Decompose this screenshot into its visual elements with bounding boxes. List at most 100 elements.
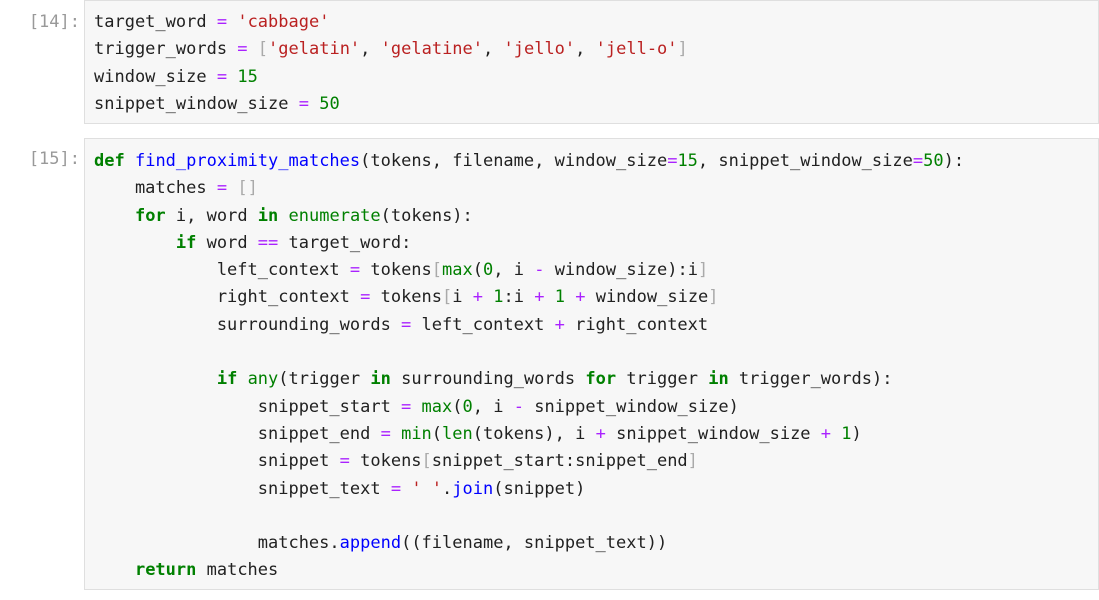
code-token — [565, 287, 575, 307]
operator-token: = — [298, 93, 309, 114]
operator-token: = — [360, 287, 371, 308]
bracket-token: [ — [421, 451, 432, 472]
code-token — [309, 94, 319, 114]
bracket-token: [ — [257, 39, 269, 60]
function-name-token: find_proximity_matches — [134, 151, 361, 171]
code-line: matches.append((filename, snippet_text)) — [94, 530, 1098, 557]
operator-token: + — [575, 287, 586, 308]
code-token: target_word — [94, 12, 217, 32]
code-token: right_context — [564, 314, 709, 335]
keyword-token: for — [134, 205, 166, 226]
code-line: snippet = tokens[snippet_start:snippet_e… — [94, 448, 1098, 475]
code-token: ) — [851, 423, 862, 444]
operator-token: + — [595, 423, 606, 444]
code-token — [391, 424, 401, 444]
operator-token: = — [216, 178, 228, 199]
code-token — [125, 151, 135, 171]
code-line: trigger_words = ['gelatin', 'gelatine', … — [94, 36, 1098, 63]
code-token — [411, 397, 421, 417]
code-token — [831, 424, 841, 444]
code-token — [94, 206, 135, 226]
code-token: . — [329, 533, 340, 554]
number-token: 0 — [462, 396, 473, 417]
code-token: , i — [472, 396, 514, 417]
number-token: 50 — [319, 93, 340, 114]
code-token — [248, 39, 258, 59]
code-token — [483, 287, 493, 307]
operator-token: = — [216, 66, 228, 87]
code-token: (tokens), i — [472, 423, 596, 444]
bracket-token: [ — [442, 287, 453, 308]
bracket-token: ] — [677, 39, 688, 60]
code-token: , snippet_window_size — [697, 151, 913, 171]
number-token: 50 — [923, 151, 944, 171]
bracket-token: ] — [687, 451, 698, 472]
operator-token: == — [257, 232, 279, 253]
operator-token: = — [216, 12, 228, 32]
code-editor[interactable]: target_word = 'cabbage' trigger_words = [… — [84, 0, 1099, 124]
code-token: trigger — [616, 369, 709, 390]
builtin-token: min — [401, 423, 432, 444]
string-token: ' ' — [411, 478, 443, 499]
bracket-token: [] — [237, 178, 258, 199]
number-token: 1 — [554, 287, 565, 308]
code-token: (tokens, filename, window_size — [360, 151, 668, 171]
code-token — [401, 479, 411, 499]
number-token: 1 — [841, 423, 852, 444]
notebook-cell-14[interactable]: [14]: target_word = 'cabbage'trigger_wor… — [0, 0, 1099, 124]
keyword-token: in — [708, 369, 729, 390]
code-token: i — [452, 287, 473, 308]
code-line — [94, 503, 1098, 530]
notebook-cell-15[interactable]: [15]: def find_proximity_matches(tokens,… — [0, 138, 1099, 590]
bracket-token: ] — [697, 260, 709, 281]
code-token: :i — [503, 287, 535, 308]
code-token: matches — [94, 178, 217, 199]
keyword-token: in — [370, 369, 391, 390]
code-token: , i — [493, 260, 535, 281]
operator-token: + — [472, 287, 483, 308]
code-token: surrounding_words — [390, 369, 586, 390]
code-token: trigger_words): — [728, 369, 893, 390]
code-token — [237, 369, 247, 389]
code-line: snippet_end = min(len(tokens), i + snipp… — [94, 421, 1098, 448]
code-token — [227, 178, 237, 198]
code-token: ( — [472, 260, 483, 281]
code-token: snippet_end — [94, 423, 381, 444]
code-token: , — [575, 39, 596, 60]
string-token: 'gelatine' — [380, 39, 484, 60]
code-token — [94, 233, 176, 253]
code-token: snippet — [94, 451, 340, 472]
operator-token: = — [401, 314, 412, 335]
code-token: window_size):i — [544, 260, 698, 281]
code-token — [278, 206, 288, 226]
keyword-token: for — [585, 369, 617, 390]
code-token — [94, 369, 217, 389]
code-token: ((filename, snippet_text)) — [401, 533, 668, 554]
code-token: , — [483, 39, 504, 60]
code-token: trigger_words — [94, 39, 238, 60]
code-token: left_context — [94, 260, 350, 281]
keyword-token: if — [216, 369, 238, 390]
operator-token: + — [820, 423, 832, 444]
code-line: if word == target_word: — [94, 230, 1098, 257]
string-token: 'cabbage' — [237, 12, 330, 32]
code-block: def find_proximity_matches(tokens, filen… — [85, 139, 1098, 585]
number-token: 15 — [237, 66, 258, 87]
operator-token: = — [349, 260, 361, 281]
code-token: snippet_window_size — [94, 93, 299, 114]
operator-token: - — [534, 260, 545, 281]
code-token: snippet_window_size — [605, 423, 821, 444]
code-editor[interactable]: def find_proximity_matches(tokens, filen… — [84, 138, 1099, 590]
code-token: right_context — [94, 287, 361, 308]
code-token: snippet_window_size) — [523, 396, 739, 417]
code-line — [94, 339, 1098, 366]
string-token: 'jello' — [503, 39, 576, 60]
builtin-token: len — [442, 423, 473, 444]
operator-token: = — [401, 396, 412, 417]
code-token: target_word: — [278, 232, 412, 253]
bracket-token: [ — [431, 260, 443, 281]
code-line: return matches — [94, 557, 1098, 584]
code-token: matches — [94, 533, 330, 554]
number-token: 15 — [677, 151, 698, 171]
bracket-token: ] — [708, 287, 719, 308]
